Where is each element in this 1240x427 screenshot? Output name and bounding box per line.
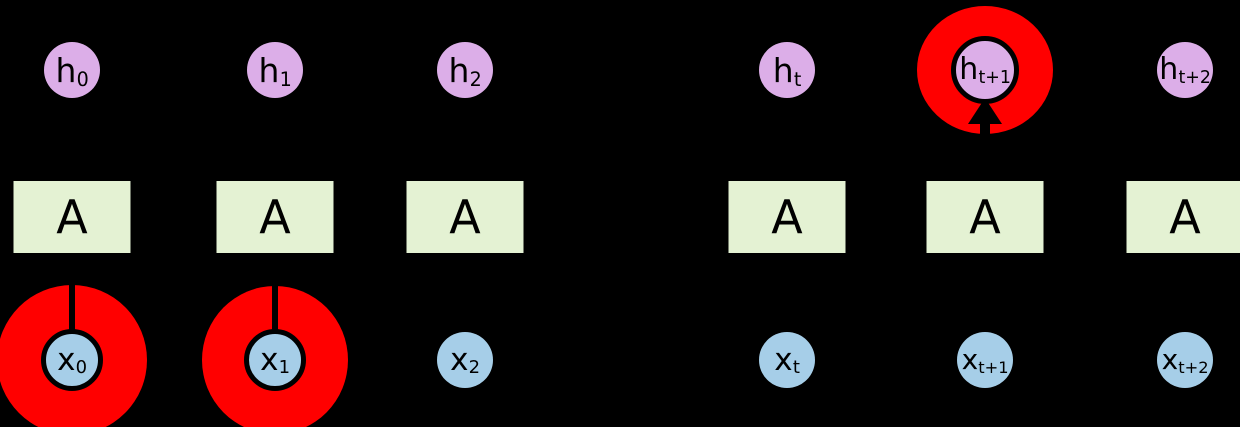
node-symbol: x1	[260, 341, 291, 379]
rnn-cell-t0[interactable]: A	[13, 181, 131, 253]
input-node-tt2[interactable]: xt+2	[1157, 332, 1213, 388]
node-symbol: h1	[258, 50, 292, 91]
rnn-cell-label: A	[449, 190, 481, 244]
node-symbol: ht	[772, 50, 802, 91]
rnn-cell-label: A	[969, 190, 1001, 244]
input-node-t2[interactable]: x2	[437, 332, 493, 388]
rnn-cell-t2[interactable]: A	[406, 181, 524, 253]
node-symbol: xt+1	[961, 343, 1009, 377]
rnn-cell-label: A	[1169, 190, 1201, 244]
hidden-state-node-t2[interactable]: h2	[437, 42, 493, 98]
rnn-cell-label: A	[56, 190, 88, 244]
hidden-state-node-t0[interactable]: h0	[44, 42, 100, 98]
node-symbol: ht+1	[959, 52, 1011, 88]
node-symbol: x2	[450, 341, 481, 379]
arrow-shaft-tt1	[980, 122, 990, 181]
rnn-cell-label: A	[259, 190, 291, 244]
rnn-cell-label: A	[771, 190, 803, 244]
node-symbol: x0	[57, 341, 88, 379]
node-symbol: h0	[55, 50, 89, 91]
node-symbol: h2	[448, 50, 482, 91]
input-node-tt[interactable]: xt	[759, 332, 815, 388]
connector-line-t0	[69, 253, 75, 360]
node-symbol: xt	[774, 341, 800, 379]
node-symbol: xt+2	[1161, 343, 1209, 377]
input-node-t0[interactable]: x0	[41, 329, 103, 391]
rnn-cell-tt2[interactable]: A	[1126, 181, 1240, 253]
connector-line-t1	[272, 253, 278, 360]
rnn-cell-t1[interactable]: A	[216, 181, 334, 253]
hidden-state-node-tt2[interactable]: ht+2	[1157, 42, 1213, 98]
hidden-state-node-tt1[interactable]: ht+1	[951, 36, 1019, 104]
rnn-cell-tt[interactable]: A	[728, 181, 846, 253]
hidden-state-node-t1[interactable]: h1	[247, 42, 303, 98]
input-node-t1[interactable]: x1	[244, 329, 306, 391]
input-node-tt1[interactable]: xt+1	[957, 332, 1013, 388]
rnn-cell-tt1[interactable]: A	[926, 181, 1044, 253]
hidden-state-node-tt[interactable]: ht	[759, 42, 815, 98]
node-symbol: ht+2	[1159, 52, 1211, 88]
